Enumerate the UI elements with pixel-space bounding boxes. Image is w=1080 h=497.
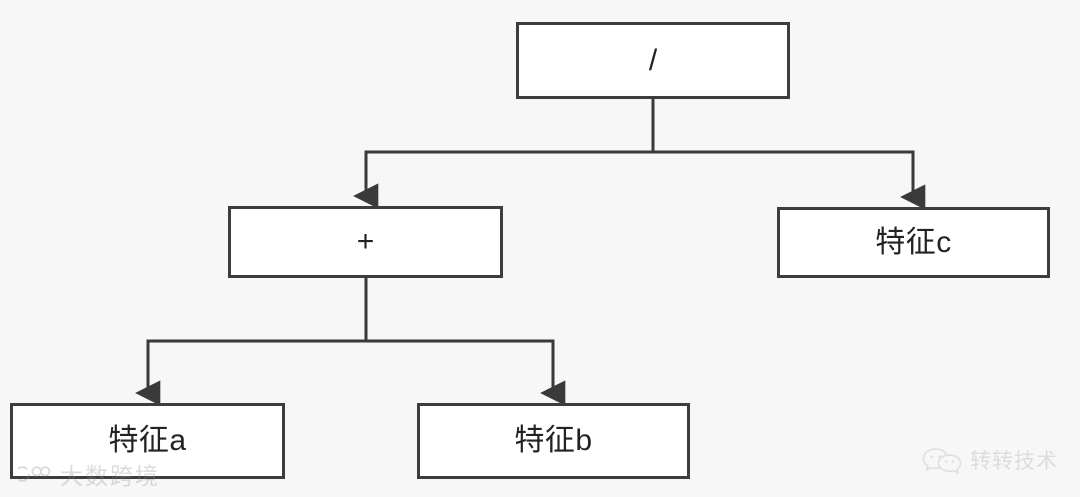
edge-plus-to-feature-a [135,278,368,406]
node-feature-c[interactable]: 特征c [777,207,1050,278]
node-feature-a[interactable]: 特征a [10,403,285,479]
watermark-bottom-right: 转转技术 [922,445,1058,475]
node-plus[interactable]: + [228,206,503,278]
node-label: + [356,225,375,258]
node-label: 特征a [108,424,187,457]
node-label: / [648,43,658,77]
node-label: 特征b [514,424,593,457]
node-feature-b[interactable]: 特征b [417,403,690,479]
watermark-label: 转转技术 [970,450,1058,473]
edge-root-to-plus [353,99,655,209]
node-label: 特征c [875,225,952,259]
edge-plus-to-feature-b [364,278,566,406]
edge-root-to-feature-c [651,99,926,210]
wechat-bubbles-icon [922,448,962,474]
node-root-divide[interactable]: / [516,22,790,99]
